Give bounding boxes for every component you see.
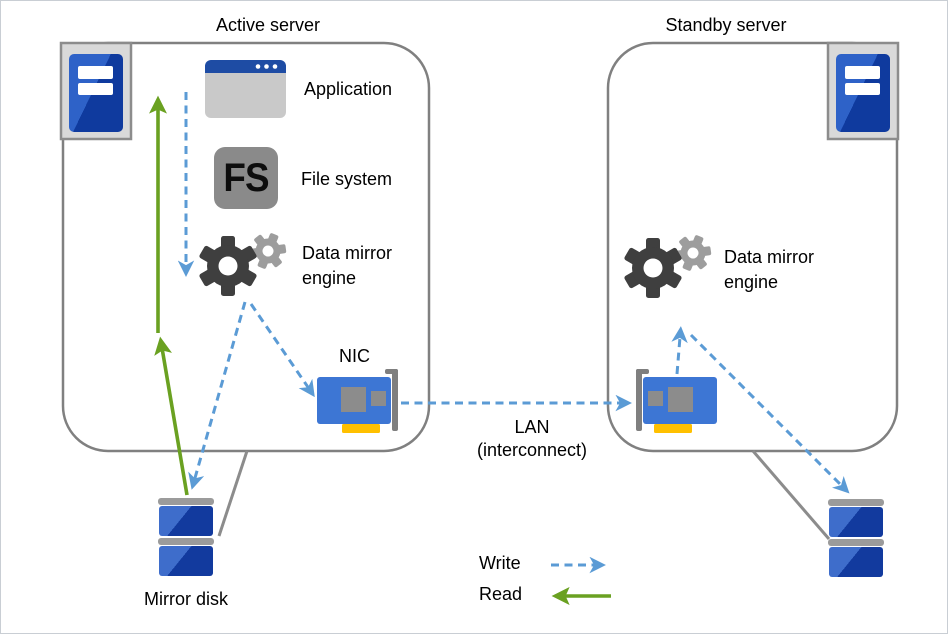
lan-label-line2: (interconnect) bbox=[476, 440, 588, 460]
standby-server-title: Standby server bbox=[665, 15, 787, 35]
nic-label: NIC bbox=[339, 346, 370, 366]
server-icon bbox=[826, 41, 900, 141]
application-icon bbox=[205, 60, 286, 118]
legend-read-label: Read bbox=[479, 584, 523, 604]
lan-label: LAN (interconnect) bbox=[477, 416, 587, 462]
mirror-disk-icon bbox=[158, 498, 214, 576]
mirror-disk-icon bbox=[828, 499, 884, 577]
data-mirror-engine-label: Data mirror engine bbox=[302, 243, 393, 288]
active-disk-connector-line bbox=[217, 450, 249, 537]
mirror-disk-label: Mirror disk bbox=[144, 589, 228, 609]
file-system-label: File system bbox=[301, 169, 393, 189]
file-system-icon bbox=[214, 147, 278, 209]
nic-icon bbox=[636, 369, 717, 433]
write-arrow-engine-to-disk-standby bbox=[689, 333, 850, 494]
active-server-title: Active server bbox=[215, 15, 321, 35]
write-arrow-nic-to-engine-standby bbox=[671, 326, 688, 375]
data-mirror-engine-label-standby: Data mirror engine bbox=[724, 247, 815, 292]
fs-abbrev-label: FS bbox=[223, 155, 269, 200]
write-arrow-engine-to-disk bbox=[188, 301, 247, 490]
standby-server-box bbox=[606, 41, 899, 453]
lan-label-line1: LAN bbox=[514, 417, 550, 437]
write-arrow-engine-to-nic bbox=[249, 303, 315, 398]
application-label: Application bbox=[304, 79, 393, 99]
standby-disk-connector-line bbox=[751, 450, 831, 540]
read-arrow-disk-to-engine bbox=[154, 336, 189, 496]
nic-icon bbox=[317, 369, 398, 433]
server-icon bbox=[59, 41, 133, 141]
legend-write-label: Write bbox=[479, 553, 521, 573]
